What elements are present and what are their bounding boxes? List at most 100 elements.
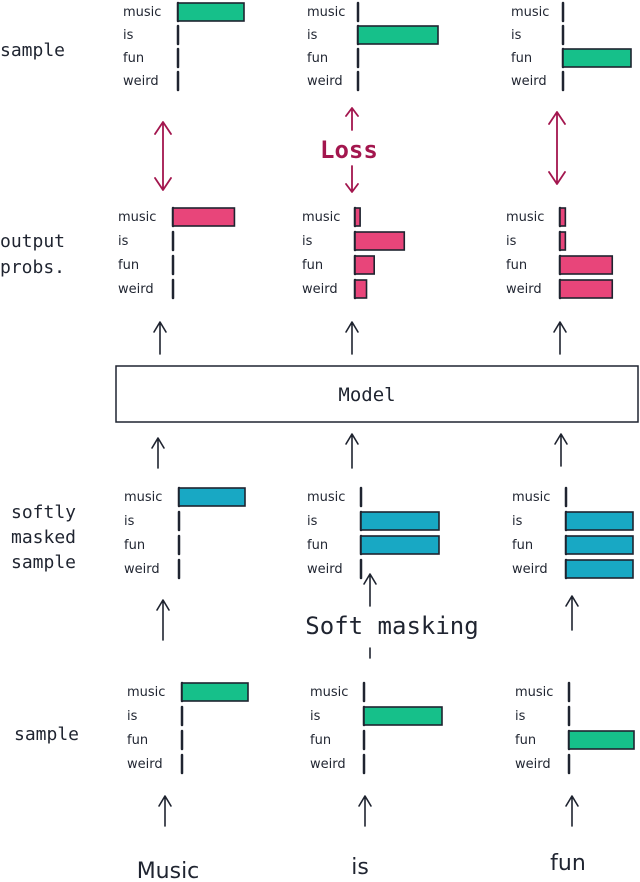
token-label: fun — [511, 51, 532, 66]
token-bar-charts: music is fun weird music is fun weird music is fun… — [118, 1, 635, 775]
arrow-up-icon — [553, 321, 567, 355]
token-label: weird — [310, 757, 346, 772]
arrow-up-icon — [153, 321, 167, 355]
arrow-down-icon — [345, 165, 359, 193]
double-arrow-icon — [548, 111, 566, 185]
token-label: is — [512, 514, 523, 529]
token-label: is — [511, 28, 522, 43]
token-label: fun — [515, 733, 536, 748]
side-label-output-line1: output — [0, 231, 65, 252]
arrow-up-icon — [554, 433, 568, 467]
token-label: is — [307, 28, 318, 43]
token-label: fun — [307, 51, 328, 66]
arrow-up-icon — [565, 595, 579, 631]
token-label: music — [512, 490, 550, 505]
arrow-up-icon — [565, 795, 579, 827]
token-label: music — [506, 210, 544, 225]
token-label: fun — [512, 538, 533, 553]
token-label: weird — [506, 282, 542, 297]
token-label: fun — [506, 258, 527, 273]
arrow-up-icon — [358, 795, 372, 827]
arrow-up-icon — [345, 321, 359, 355]
token-label: fun — [123, 51, 144, 66]
token-label: music — [307, 490, 345, 505]
model-label: Model — [338, 384, 395, 406]
token-label: is — [118, 234, 129, 249]
arrow-up-icon — [345, 433, 359, 469]
flow-arrows — [151, 321, 579, 827]
arrow-up-icon — [158, 795, 172, 827]
token-label: music — [310, 685, 348, 700]
token-label: fun — [127, 733, 148, 748]
side-label-softly-line1: softly — [11, 502, 76, 523]
probability-bar — [357, 25, 439, 45]
token-label: weird — [118, 282, 154, 297]
probability-bar — [559, 207, 567, 227]
probability-bar — [559, 255, 614, 275]
token-label: is — [310, 709, 321, 724]
side-label-top-sample: sample — [0, 40, 65, 61]
arrow-up-icon — [151, 437, 165, 469]
token-label: fun — [124, 538, 145, 553]
token-label: music — [118, 210, 156, 225]
token-label: music — [302, 210, 340, 225]
loss-label: Loss — [320, 136, 378, 164]
probability-bar — [363, 706, 443, 726]
probability-bar — [360, 535, 440, 555]
token-label: music — [123, 5, 161, 20]
token-label: is — [123, 28, 134, 43]
token-label: music — [307, 5, 345, 20]
probability-bar — [354, 231, 406, 251]
loss-arrows — [154, 107, 566, 193]
token-label: is — [124, 514, 135, 529]
probability-bar — [562, 48, 632, 68]
token-label: fun — [310, 733, 331, 748]
side-label-output-line2: probs. — [0, 257, 65, 278]
token-label: weird — [307, 562, 343, 577]
probability-bar — [565, 511, 634, 531]
probability-bar — [354, 279, 368, 299]
token-label: music — [127, 685, 165, 700]
probability-bar — [354, 255, 376, 275]
token-label: is — [127, 709, 138, 724]
side-label-softly-line2: masked — [11, 527, 76, 548]
probability-bar — [360, 511, 440, 531]
token-label: is — [302, 234, 313, 249]
probability-bar — [172, 207, 236, 227]
probability-bar — [181, 682, 249, 702]
token-label: weird — [512, 562, 548, 577]
soft-masking-label: Soft masking — [305, 612, 478, 640]
word-fun: fun — [550, 851, 586, 876]
token-label: weird — [124, 562, 160, 577]
token-label: weird — [123, 74, 159, 89]
token-label: fun — [307, 538, 328, 553]
token-label: is — [307, 514, 318, 529]
probability-bar — [354, 207, 361, 227]
token-label: fun — [302, 258, 323, 273]
arrow-up-icon — [156, 599, 170, 641]
word-music: Music — [137, 859, 200, 882]
probability-bar — [565, 559, 634, 579]
probability-bar — [178, 487, 246, 507]
token-label: music — [515, 685, 553, 700]
token-label: weird — [302, 282, 338, 297]
token-label: music — [511, 5, 549, 20]
arrow-up-icon — [363, 573, 377, 607]
probability-bar — [565, 535, 634, 555]
side-label-softly-line3: sample — [11, 552, 76, 573]
token-label: weird — [307, 74, 343, 89]
probability-bar — [568, 730, 635, 750]
double-arrow-icon — [154, 121, 172, 191]
token-label: is — [515, 709, 526, 724]
token-label: weird — [511, 74, 547, 89]
side-label-bottom-sample: sample — [14, 724, 79, 745]
token-label: music — [124, 490, 162, 505]
model-box — [115, 365, 639, 423]
probability-bar — [559, 279, 614, 299]
probability-bar — [559, 231, 567, 251]
token-label: weird — [127, 757, 163, 772]
token-label: weird — [515, 757, 551, 772]
word-is: is — [351, 855, 369, 880]
token-label: fun — [118, 258, 139, 273]
